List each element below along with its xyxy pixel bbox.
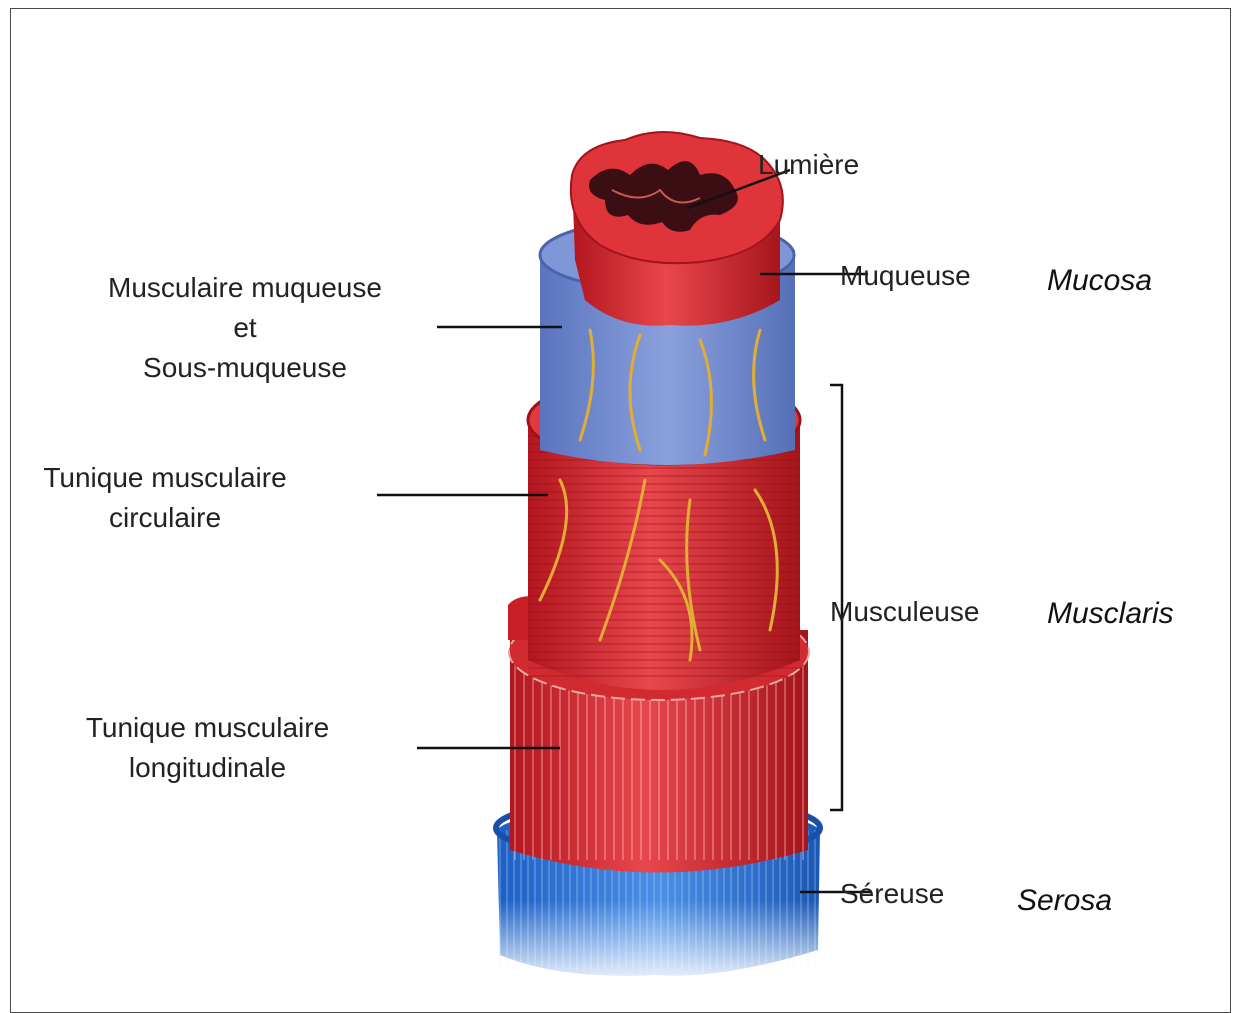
label-muscularis: Musclaris <box>1047 597 1174 631</box>
label-serosa: Serosa <box>1017 884 1112 918</box>
label-tunique-circulaire-2: circulaire <box>15 498 315 538</box>
label-lumiere: Lumière <box>758 145 859 185</box>
label-mucosa: Mucosa <box>1047 264 1152 298</box>
label-tunique-longitudinale-2: longitudinale <box>55 748 360 788</box>
label-tunique-circulaire-1: Tunique musculaire <box>15 458 315 498</box>
label-musculaire-muqueuse-3: Sous-muqueuse <box>60 348 430 388</box>
label-musculaire-muqueuse-1: Musculaire muqueuse <box>60 268 430 308</box>
label-tunique-longitudinale-1: Tunique musculaire <box>55 708 360 748</box>
label-musculeuse: Musculeuse <box>830 592 979 632</box>
mucosa-layer <box>571 132 783 326</box>
label-musculaire-muqueuse-2: et <box>60 308 430 348</box>
label-sereuse: Séreuse <box>840 874 944 914</box>
label-muqueuse: Muqueuse <box>840 256 971 296</box>
